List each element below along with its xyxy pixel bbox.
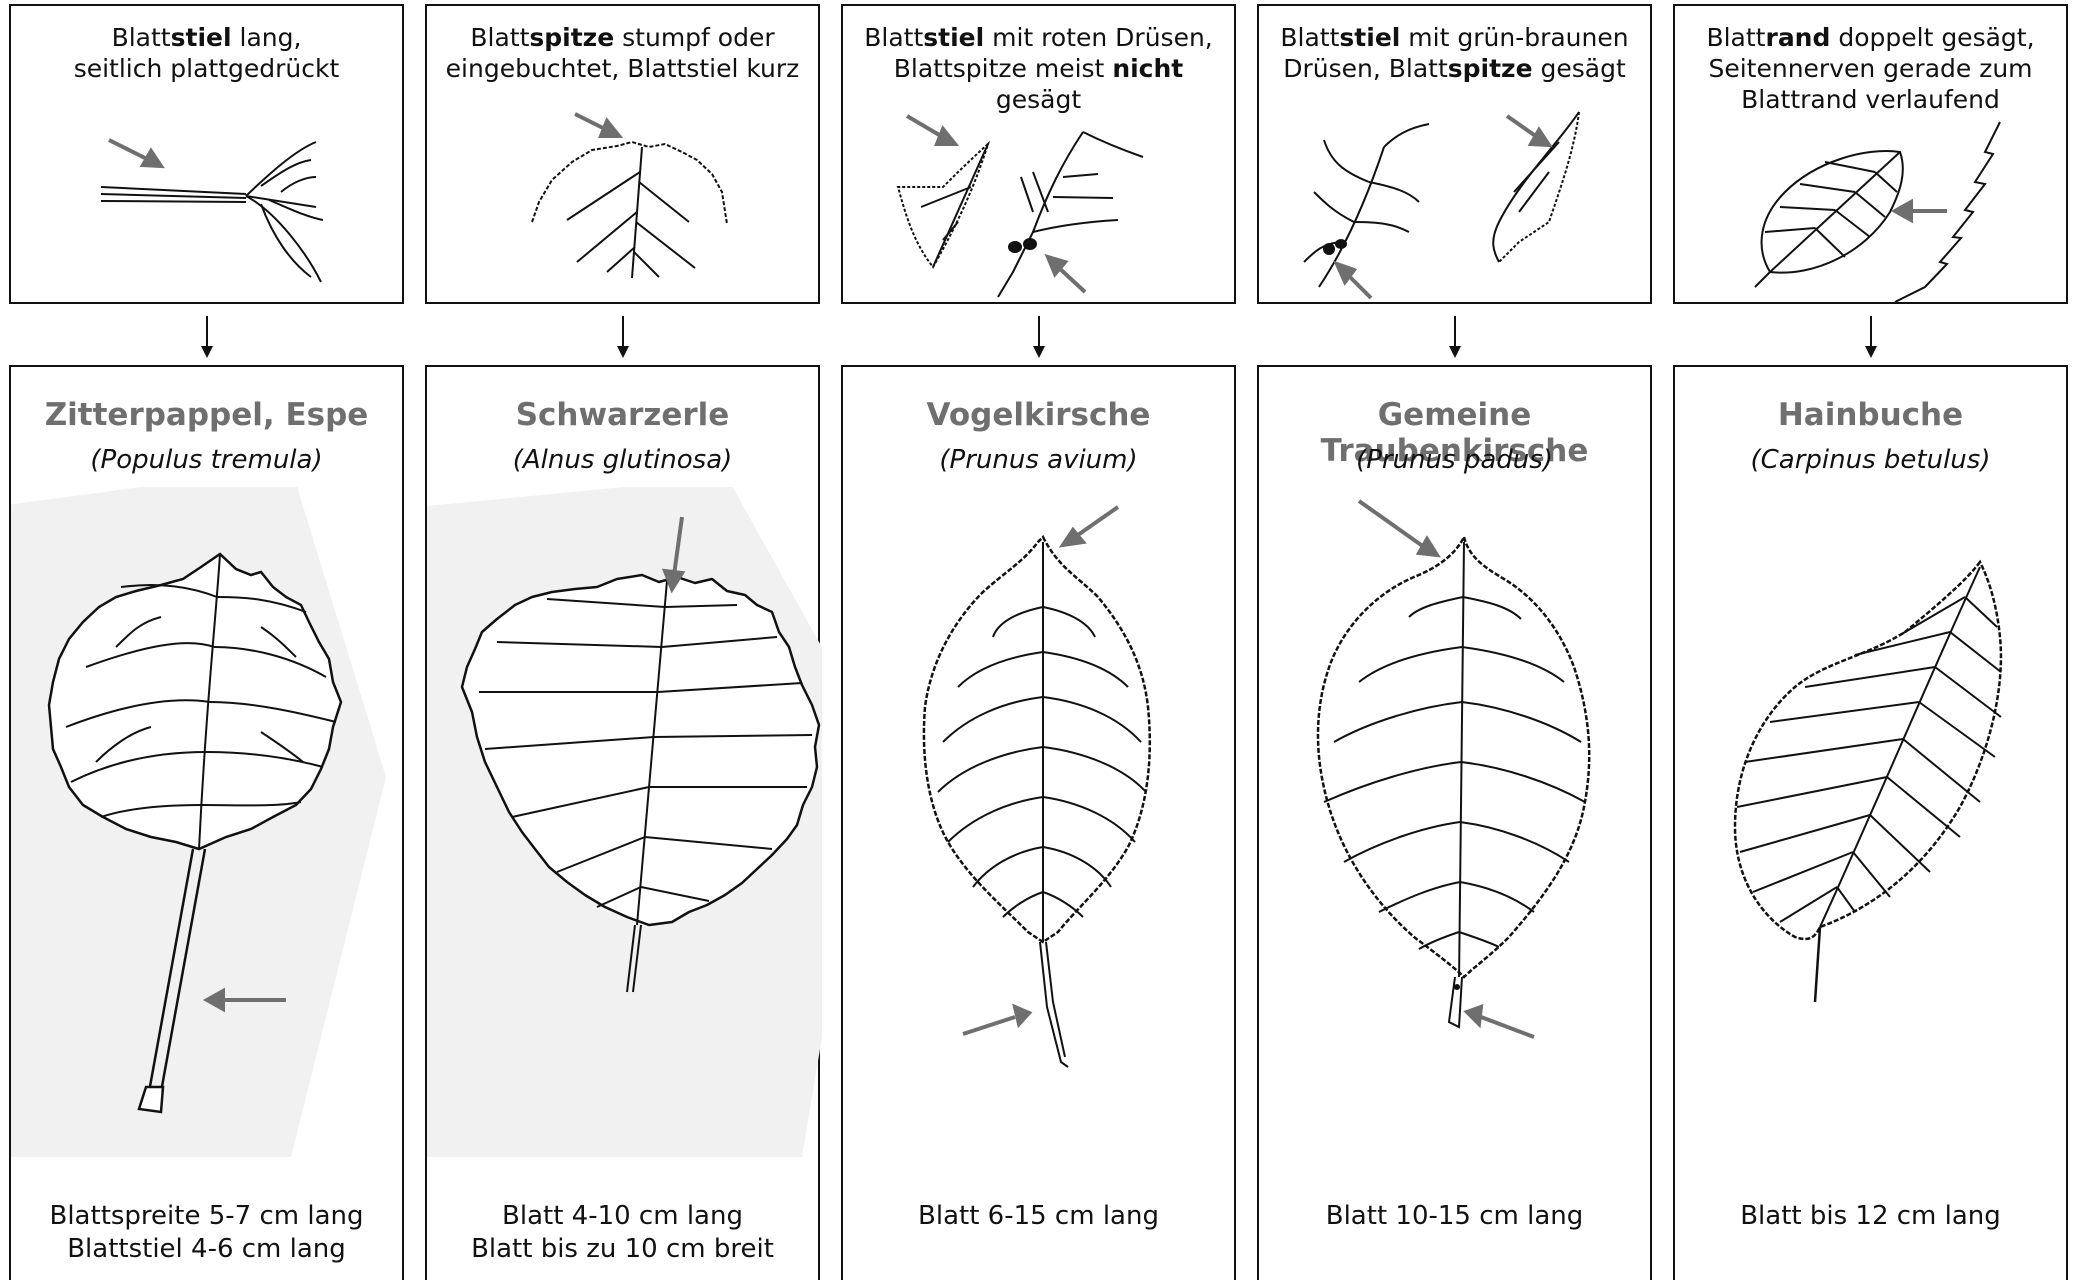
species-box: Gemeine Traubenkirsche (Prunus padus) [1257, 365, 1652, 1280]
column-hainbuche: Blattrand doppelt gesägt, Seitennerven g… [1673, 0, 2070, 1272]
leaf-tip-detail-illustration [427, 102, 822, 302]
down-arrow-icon [9, 312, 406, 362]
down-arrow-icon [1257, 312, 1654, 362]
feature-text: Blattspitze stumpf oder eingebuchtet, Bl… [433, 22, 812, 84]
leaf-margin-detail-illustration [1675, 102, 2070, 302]
feature-box: Blattstiel lang, seitlich plattgedrückt [9, 4, 404, 304]
feature-text: Blattstiel lang, seitlich plattgedrückt [17, 22, 396, 84]
species-latin-name: (Prunus padus) [1259, 445, 1650, 475]
column-zitterpappel: Blattstiel lang, seitlich plattgedrückt … [9, 0, 406, 1272]
leaf-illustration [11, 487, 406, 1167]
pointer-arrow-icon [1337, 116, 1549, 298]
leaf-size-caption: Blattspreite 5-7 cm lang Blattstiel 4-6 … [11, 1200, 402, 1266]
species-box: Vogelkirsche (Prunus avium) [841, 365, 1236, 1280]
species-name: Schwarzerle [427, 397, 818, 433]
species-box: Hainbuche (Carpinus betulus) Blatt bis 1… [1673, 365, 2068, 1280]
gland-and-tip-detail-illustration [1259, 102, 1654, 302]
species-box: Zitterpappel, Espe (Populus tremula) [9, 365, 404, 1280]
leaf-size-caption: Blatt bis 12 cm lang [1675, 1200, 2066, 1233]
down-arrow-icon [1673, 312, 2070, 362]
down-arrow-icon [425, 312, 822, 362]
petiole-gland-detail-illustration [843, 102, 1238, 302]
species-latin-name: (Carpinus betulus) [1675, 445, 2066, 475]
petiole-detail-illustration [11, 102, 406, 302]
column-schwarzerle: Blattspitze stumpf oder eingebuchtet, Bl… [425, 0, 822, 1272]
feature-text: Blattstiel mit grün-braunen Drüsen, Blat… [1265, 22, 1644, 84]
feature-box: Blattspitze stumpf oder eingebuchtet, Bl… [425, 4, 820, 304]
species-name: Hainbuche [1675, 397, 2066, 433]
pointer-arrow-icon [575, 114, 619, 136]
leaf-illustration [427, 487, 822, 1167]
species-latin-name: (Alnus glutinosa) [427, 445, 818, 475]
column-traubenkirsche: Blattstiel mit grün-braunen Drüsen, Blat… [1257, 0, 1654, 1272]
leaf-illustration [1675, 487, 2070, 1167]
species-name: Zitterpappel, Espe [11, 397, 402, 433]
feature-box: Blattrand doppelt gesägt, Seitennerven g… [1673, 4, 2068, 304]
leaf-illustration [1259, 487, 1654, 1167]
species-latin-name: (Populus tremula) [11, 445, 402, 475]
pointer-arrow-icon [1895, 202, 1947, 220]
leaf-size-caption: Blatt 6-15 cm lang [843, 1200, 1234, 1233]
column-vogelkirsche: Blattstiel mit roten Drüsen, Blattspitze… [841, 0, 1238, 1272]
leaf-size-caption: Blatt 10-15 cm lang [1259, 1200, 1650, 1233]
pointer-arrow-icon [109, 140, 161, 166]
down-arrow-icon [841, 312, 1238, 362]
leaf-illustration [843, 487, 1238, 1167]
species-latin-name: (Prunus avium) [843, 445, 1234, 475]
feature-box: Blattstiel mit roten Drüsen, Blattspitze… [841, 4, 1236, 304]
species-box: Schwarzerle (Alnus glutinosa) Blatt [425, 365, 820, 1280]
leaf-size-caption: Blatt 4-10 cm lang Blatt bis zu 10 cm br… [427, 1200, 818, 1266]
feature-box: Blattstiel mit grün-braunen Drüsen, Blat… [1257, 4, 1652, 304]
species-name: Vogelkirsche [843, 397, 1234, 433]
